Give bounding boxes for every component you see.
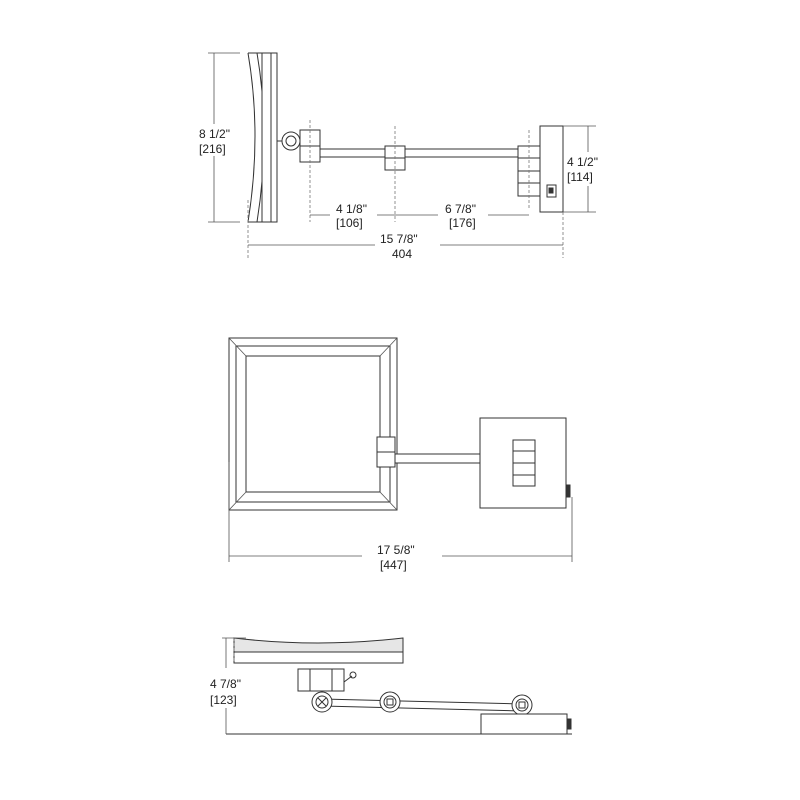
arm1-mm: [106] xyxy=(336,216,363,230)
arm2-mm: [176] xyxy=(449,216,476,230)
plate-height-mm: [114] xyxy=(567,170,593,184)
pivot-joint xyxy=(277,131,301,151)
depth-inches: 4 7/8" xyxy=(210,677,241,691)
top-view: 4 7/8" [123] xyxy=(210,637,572,735)
front-switch xyxy=(565,484,571,498)
arm-segment-2 xyxy=(404,148,519,158)
height-dimension: 8 1/2" [216] xyxy=(199,52,240,223)
top-joint-1 xyxy=(311,691,333,713)
top-joint-2 xyxy=(379,691,401,713)
top-depth-dimension: 4 7/8" [123] xyxy=(210,637,246,734)
height-mm: [216] xyxy=(199,142,226,156)
total-depth-dimension: 15 7/8" 404 xyxy=(248,232,563,261)
arm2-dimension: 6 7/8" [176] xyxy=(395,202,529,230)
plate-height-inches: 4 1/2" xyxy=(567,155,598,169)
arm-segment-1 xyxy=(319,148,386,158)
width-dimension: 17 5/8" [447] xyxy=(228,462,573,572)
mirror-side-profile xyxy=(247,52,278,223)
mirror-frame xyxy=(228,337,398,511)
total-mm: 404 xyxy=(392,247,412,261)
arm1-dimension: 4 1/8" [106] xyxy=(310,202,395,230)
mirror-top xyxy=(233,637,404,653)
depth-mm: [123] xyxy=(210,693,237,707)
top-joint-3 xyxy=(511,694,533,716)
switch-icon xyxy=(548,187,554,194)
side-view: 8 1/2" [216] 4 1/2" [114] 4 1/8" [106] 6… xyxy=(199,52,598,261)
arm1-inches: 4 1/8" xyxy=(336,202,367,216)
total-inches: 15 7/8" xyxy=(380,232,418,246)
wall-plate-side xyxy=(539,125,564,213)
height-inches: 8 1/2" xyxy=(199,127,230,141)
top-mount-block xyxy=(297,668,345,692)
arm2-inches: 6 7/8" xyxy=(445,202,476,216)
width-mm: [447] xyxy=(380,558,407,572)
wall-plate-top xyxy=(480,713,568,735)
front-view: 17 5/8" [447] xyxy=(228,337,573,572)
width-inches: 17 5/8" xyxy=(377,543,415,557)
plate-height-dimension: 4 1/2" [114] xyxy=(567,126,598,212)
